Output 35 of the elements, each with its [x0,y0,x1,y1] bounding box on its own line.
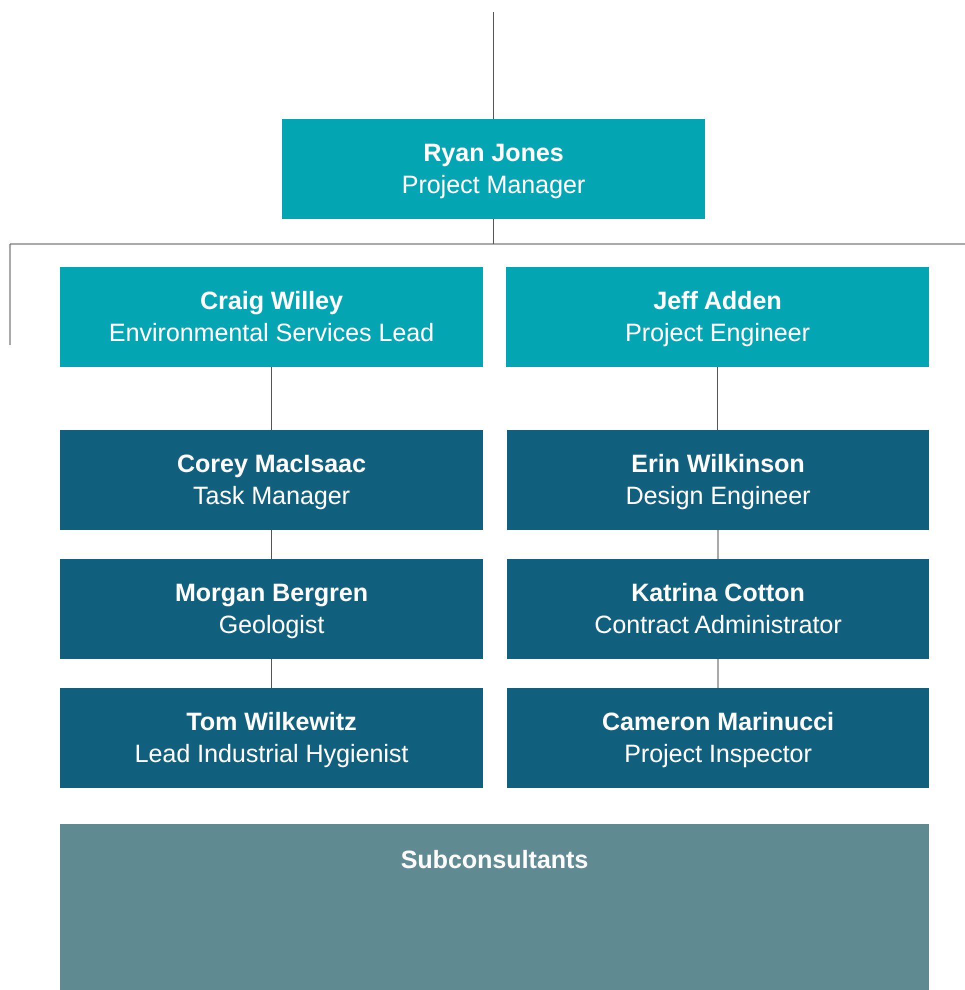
connector-line [493,12,494,120]
role-title: Project Engineer [625,318,810,349]
role-title: Task Manager [192,481,350,512]
person-name: Craig Willey [200,286,343,317]
connector-line [271,366,272,430]
connector-line [10,218,965,346]
role-box [60,559,483,659]
role-title: Lead Industrial Hygienist [134,739,408,770]
role-box [507,430,929,530]
role-box [60,688,483,788]
role-title: Project Manager [402,170,586,201]
group-heading: Subconsultants [400,845,588,876]
connector-line [271,658,272,688]
person-name: Ryan Jones [423,138,564,169]
person-name: Erin Wilkinson [631,449,805,480]
role-box [60,267,483,367]
role-box [506,267,929,367]
person-name: Jeff Adden [653,286,782,317]
connector-line [717,366,718,430]
role-box [282,119,705,219]
role-title: Environmental Services Lead [108,318,434,349]
person-name: Morgan Bergren [174,578,368,609]
connector-line [271,530,272,560]
person-name: Cameron Marinucci [602,707,834,738]
role-title: Design Engineer [626,481,810,512]
role-title: Contract Administrator [594,610,842,641]
person-name: Tom Wilkewitz [186,707,357,738]
person-name: Katrina Cotton [631,578,805,609]
group-panel [60,824,929,990]
role-box [507,688,929,788]
role-box [507,559,929,659]
role-box [60,430,483,530]
person-name: Corey MacIsaac [176,449,366,480]
role-title: Project Inspector [624,739,812,770]
role-title: Geologist [218,610,324,641]
